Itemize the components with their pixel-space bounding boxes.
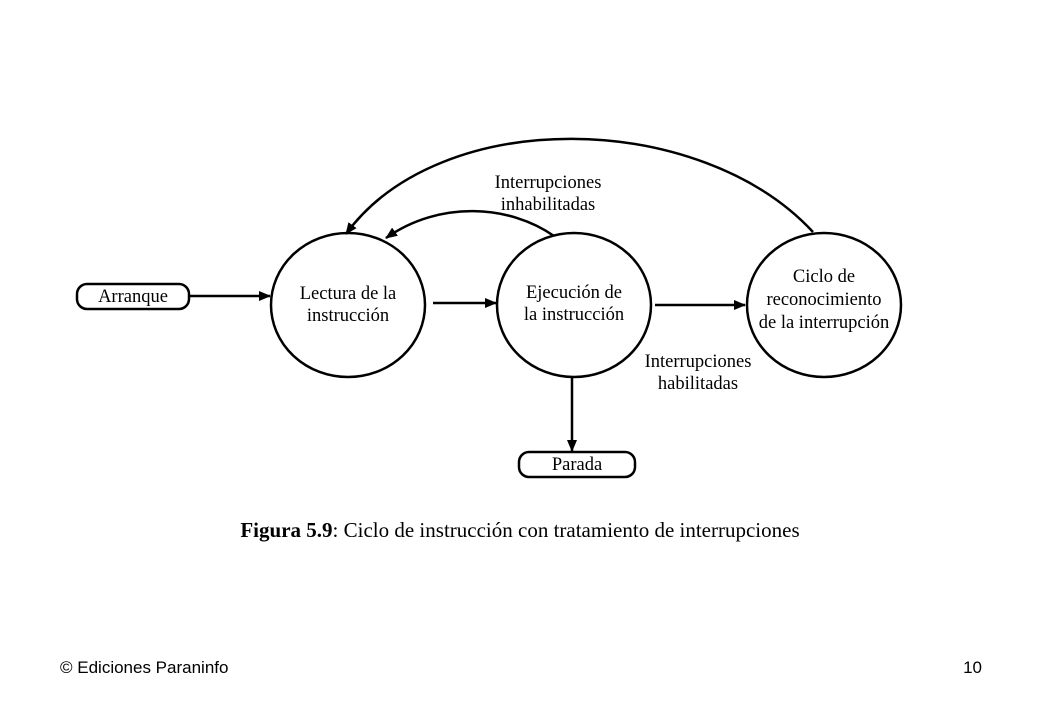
node-interrupt-line-1: Ciclo de xyxy=(793,267,855,287)
node-interrupt-line-3: de la interrupción xyxy=(759,313,889,333)
label-disabled-line-1: Interrupciones xyxy=(495,173,602,193)
label-interrupts-disabled: Interrupciones inhabilitadas xyxy=(495,173,602,215)
start-terminal: Arranque xyxy=(75,282,191,311)
node-fetch-line-1: Lectura de la xyxy=(300,284,397,304)
figure-caption-number: Figura 5.9 xyxy=(240,518,333,542)
figure-caption: Figura 5.9: Ciclo de instrucción con tra… xyxy=(0,518,1040,543)
node-execute-line-2: la instrucción xyxy=(524,305,624,325)
arrow-execute-back-to-fetch xyxy=(385,209,555,240)
node-interrupt-cycle: Ciclo de reconocimiento de la interrupci… xyxy=(745,231,903,379)
node-fetch-instruction: Lectura de la instrucción xyxy=(269,231,427,379)
start-terminal-label: Arranque xyxy=(98,287,168,307)
footer-copyright: © Ediciones Paraninfo xyxy=(60,658,229,677)
label-enabled-line-1: Interrupciones xyxy=(645,352,752,372)
label-interrupts-enabled: Interrupciones habilitadas xyxy=(645,352,752,394)
stop-terminal-label: Parada xyxy=(552,455,602,475)
figure-caption-text: : Ciclo de instrucción con tratamiento d… xyxy=(332,518,800,542)
label-enabled-line-2: habilitadas xyxy=(658,374,738,394)
node-interrupt-line-2: reconocimiento xyxy=(766,290,881,310)
node-execute-line-1: Ejecución de xyxy=(526,283,622,303)
label-disabled-line-2: inhabilitadas xyxy=(501,195,596,215)
stop-terminal: Parada xyxy=(517,450,637,479)
footer-page-number: 10 xyxy=(963,658,982,677)
node-execute-instruction: Ejecución de la instrucción xyxy=(495,231,653,379)
node-fetch-line-2: instrucción xyxy=(307,306,389,326)
arrow-interrupt-back-to-fetch xyxy=(344,137,814,235)
